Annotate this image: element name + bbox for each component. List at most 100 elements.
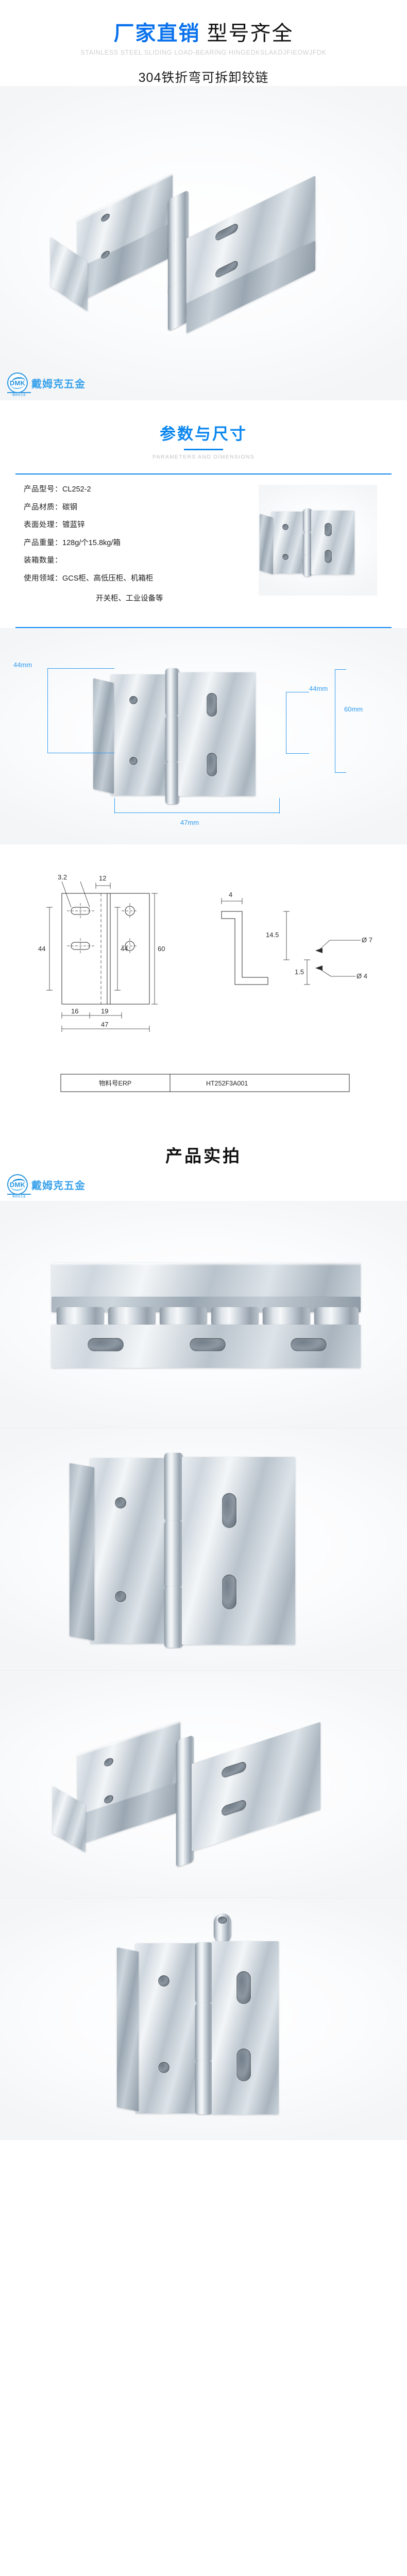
spec-row: 使用领域：GCS柜、高低压柜、机箱柜 (24, 574, 407, 583)
real-shots-title: 产品实拍 (165, 1146, 242, 1165)
dimension-extension-left (47, 668, 48, 753)
spec-block: 产品型号：CL252-2 产品材质：碳钢 表面处理：镀蓝锌 产品重量：128g/… (0, 473, 407, 628)
hinge-slot-right-1 (222, 1493, 236, 1528)
hinge-left-wing (90, 1458, 167, 1643)
parameters-title-english: PARAMETERS AND DIMENSIONS (152, 454, 255, 460)
hinge-knuckle-bottom (165, 762, 179, 804)
dimension-tick-total-top (335, 669, 346, 670)
hinge-illustration-3 (0, 1671, 407, 1897)
hinge-left-wing (111, 674, 168, 795)
hinge-knuckle-3 (160, 1307, 207, 1326)
parameters-title: 参数与尺寸 (160, 425, 247, 443)
hinge-knuckle-top (165, 668, 179, 716)
dim-14-5: 14.5 (266, 931, 279, 939)
logo-swoosh-bottom-icon (10, 385, 24, 389)
hinge-knuckle-bottom (168, 277, 189, 332)
hinge-knuckle-mid (165, 716, 179, 762)
technical-drawing-svg: 3.2 12 44 44 60 (38, 873, 372, 1092)
dim-3-2: 3.2 (58, 873, 67, 881)
parameters-section-header: 参数与尺寸 PARAMETERS AND DIMENSIONS (0, 400, 407, 460)
spec-bottom-rule (15, 627, 392, 628)
real-shots-header: 产品实拍 (0, 1133, 407, 1172)
hinge-body (93, 664, 281, 808)
hinge-slot-right-2 (325, 550, 332, 563)
hinge-body (53, 1707, 335, 1868)
spec-value: 碳钢 (62, 503, 77, 512)
hinge-left-flange (117, 1947, 139, 2112)
hinge-illustration-thumb (259, 485, 377, 596)
hinge-right-wing (212, 1941, 279, 2114)
hinge-illustration-2 (0, 1428, 407, 1670)
hinge-slot-right-2 (236, 2048, 251, 2081)
hinge-slot-2 (190, 1338, 226, 1351)
technical-drawing: 3.2 12 44 44 60 (0, 844, 407, 1133)
gallery-photo-3 (0, 1671, 407, 1897)
hinge-right-wing (182, 1457, 295, 1645)
spec-row: 表面处理：镀蓝锌 (24, 521, 407, 529)
spec-top-rule (15, 473, 392, 474)
hinge-slot-right-1 (325, 523, 332, 536)
page-title: 厂家直销 型号齐全 (0, 22, 407, 45)
hinge-knuckle-top (195, 1942, 213, 2003)
dim-19: 19 (101, 1007, 108, 1015)
gallery-photo-2 (0, 1428, 407, 1670)
spec-value: 128g/个15.8kg/箱 (62, 538, 121, 547)
product-detail-page: 厂家直销 型号齐全 STAINLESS STEEL SLIDING LOAD-B… (0, 22, 407, 2140)
dimension-label-right-height: 44mm (309, 685, 328, 692)
hinge-body (260, 496, 369, 586)
dim-4: 4 (229, 891, 232, 899)
logo-underbar (7, 1194, 31, 1195)
hinge-body (52, 1247, 361, 1381)
watermark-row: DMK 戴姆克五金 戴姆克五金 (0, 1172, 407, 1201)
hinge-right-wing (192, 1722, 320, 1852)
hinge-knuckle-bottom (164, 1587, 183, 1648)
spec-row: 装箱数量： (24, 557, 407, 565)
hinge-hole-left-1 (158, 1975, 169, 1987)
dimension-extension-width-left (114, 798, 115, 814)
dim-44-inner: 44 (121, 945, 128, 953)
hinge-body (70, 1453, 317, 1649)
spec-list: 产品型号：CL252-2 产品材质：碳钢 表面处理：镀蓝锌 产品重量：128g/… (0, 474, 407, 603)
hinge-left-flange (93, 678, 114, 794)
dim-44-left: 44 (38, 945, 45, 953)
product-name: 304铁折弯可拆卸铰链 (138, 71, 269, 85)
hinge-illustration-hero (0, 86, 407, 400)
spec-value: CL252-2 (62, 485, 91, 494)
hinge-knuckle-bottom (176, 1818, 194, 1868)
hinge-hole-left-1 (129, 696, 138, 704)
hinge-knuckle-6 (314, 1307, 359, 1326)
hinge-slot-1 (88, 1338, 124, 1351)
brand-mark-subtext: 戴姆克五金 (12, 1195, 26, 1198)
dim-12: 12 (99, 874, 106, 882)
hinge-top-wing (52, 1263, 361, 1297)
hinge-knuckle-bottom (303, 555, 312, 577)
hinge-hole-left-1 (282, 524, 289, 530)
spec-value: 镀蓝锌 (62, 521, 85, 529)
hinge-knuckle-top (303, 509, 312, 532)
hinge-knuckle-mid (303, 532, 312, 556)
hinge-left-flange (70, 1463, 94, 1641)
dim-dia-4: Ø 4 (357, 972, 367, 980)
hinge-right-wing (311, 511, 354, 574)
hinge-slot-3 (291, 1338, 327, 1351)
hinge-hole-left-2 (129, 757, 138, 765)
hinge-body (111, 1913, 301, 2135)
hinge-hole-left-1 (115, 1497, 126, 1509)
hinge-highlight (52, 1263, 361, 1266)
dimension-photo: 44mm 44mm 60mm 47mm (0, 628, 407, 844)
dim-16: 16 (71, 1007, 78, 1015)
hinge-hole-left-2 (158, 2062, 169, 2073)
gallery-divider (0, 1670, 407, 1671)
hinge-left-wing (135, 1943, 197, 2113)
dim-60: 60 (158, 945, 165, 953)
brand-name: 戴姆克五金 (31, 1180, 86, 1192)
hinge-body (50, 130, 335, 346)
dimension-extension-width-right (279, 798, 280, 814)
spec-label: 产品重量： (24, 538, 62, 547)
hinge-left-flange (260, 514, 273, 574)
dim-dia-7: Ø 7 (362, 936, 372, 944)
spec-thumbnail-photo (259, 485, 377, 596)
spec-value: GCS柜、高低压柜、机箱柜 (62, 574, 154, 583)
spec-label: 装箱数量： (24, 556, 62, 565)
hinge-knuckle-mid (164, 1521, 183, 1587)
